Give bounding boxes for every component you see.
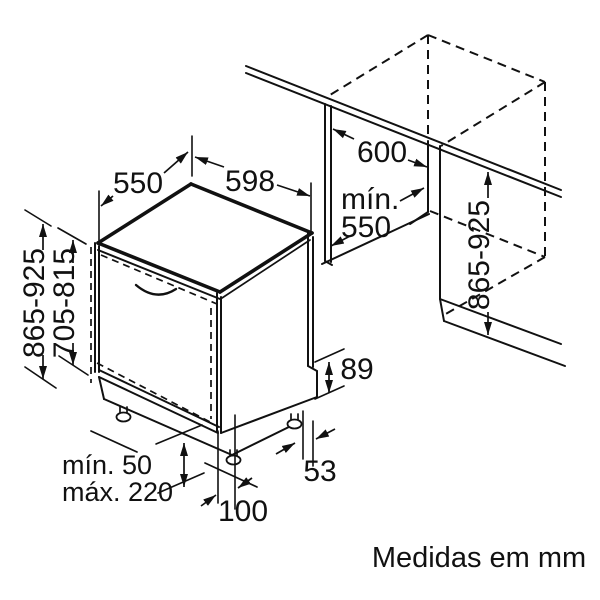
niche-right-panel bbox=[409, 140, 566, 367]
dim-niche-depth-prefix-label: mín. bbox=[341, 183, 399, 216]
foot-front bbox=[225, 449, 242, 466]
dimension-labels: 550 598 600 mín. 550 865-925 705-815 865… bbox=[18, 136, 586, 574]
units-note: Medidas em mm bbox=[372, 542, 586, 574]
niche-dashed-outline bbox=[329, 34, 546, 316]
dim-foot-side-offset-label: 53 bbox=[303, 455, 336, 488]
dim-plinth-min-label: mín. 50 bbox=[62, 450, 152, 480]
dim-niche-depth-value-label: 550 bbox=[341, 211, 391, 244]
door-handle bbox=[134, 283, 178, 296]
dim-niche-height-right-label: 865-925 bbox=[463, 200, 496, 310]
foot-right bbox=[286, 413, 303, 430]
foot-left bbox=[115, 406, 132, 423]
dim-appliance-width-label: 598 bbox=[225, 165, 275, 198]
dim-plinth-max-label: máx. 220 bbox=[62, 477, 173, 507]
dim-niche-height-left-label: 865-925 bbox=[18, 248, 51, 358]
countertop bbox=[245, 65, 562, 198]
dimension-lines bbox=[24, 128, 492, 510]
dim-niche-width-label: 600 bbox=[357, 136, 407, 169]
dishwasher bbox=[90, 182, 318, 488]
dim-plinth-step-label: 89 bbox=[340, 353, 373, 386]
dim-top-depth-label: 550 bbox=[113, 167, 163, 200]
dim-door-panel-height-label: 705-815 bbox=[48, 248, 81, 358]
dim-foot-front-offset-label: 100 bbox=[218, 495, 268, 528]
